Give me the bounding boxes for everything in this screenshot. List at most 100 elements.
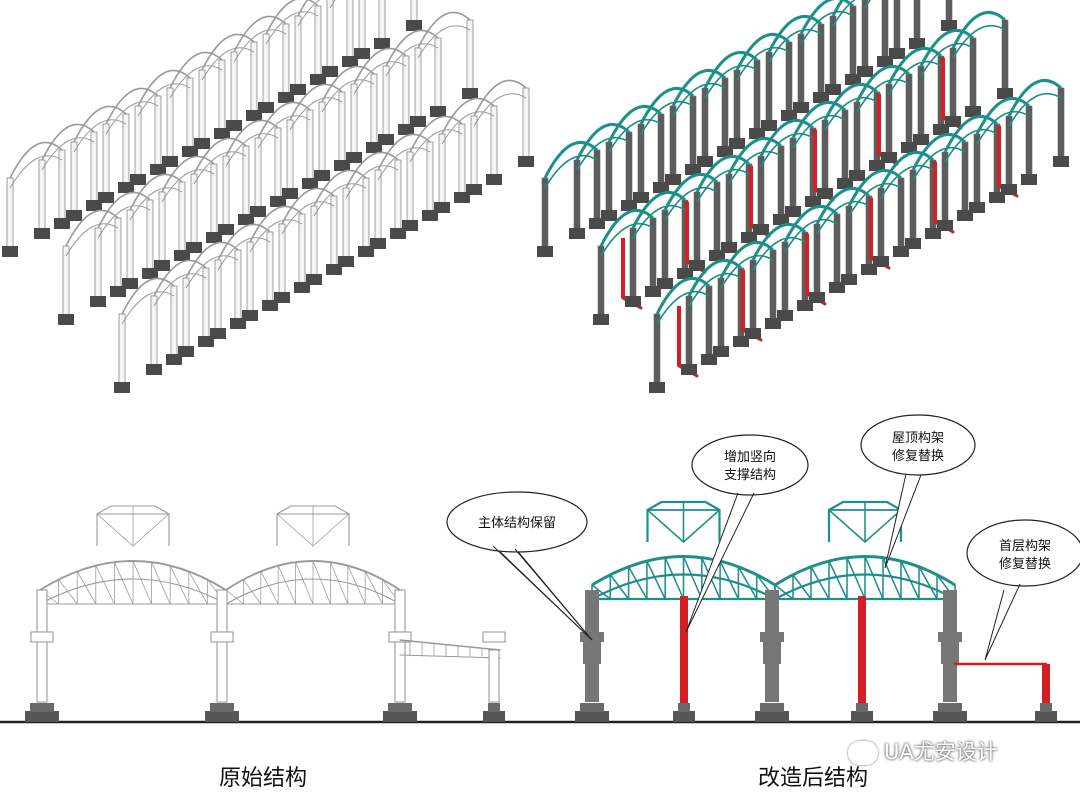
iso-mod-r2-f11-arch: [1007, 78, 1063, 117]
iso-mod-r1-f9-foot0: [881, 152, 897, 163]
iso-mod-r1-f0-arch: [599, 208, 655, 247]
iso-orig-r0-f3-arch-inner: [105, 101, 159, 135]
iso-mod-r2-f6-arch-inner: [848, 183, 902, 217]
mod-col-0-pedestal: [580, 703, 604, 712]
iso-mod-r0-f2-arch-inner: [608, 119, 662, 153]
iso-orig-r1-f0-foot1: [110, 286, 126, 297]
iso-mod-r2-f4-foot0: [777, 310, 793, 321]
iso-mod-r1-f0-foot0: [593, 314, 609, 325]
iso-orig-r1-f4-foot1: [238, 214, 254, 225]
mod-bay-a-truss-diag-7: [719, 560, 740, 600]
iso-mod-r1-f0-arch-inner: [600, 223, 654, 257]
iso-orig-r1-f6-col0: [254, 137, 262, 211]
chat-bubble-icon: [848, 741, 878, 765]
iso-orig-r1-f5-col1: [274, 127, 282, 201]
orig-bay-b-truss-diag-0: [225, 589, 244, 605]
iso-orig-r0-f8-col0: [262, 33, 270, 107]
iso-mod-r0-f4-arch: [671, 68, 727, 107]
iso-mod-r0-f5-foot1: [749, 128, 765, 139]
orig-column-0-corbel: [30, 631, 54, 643]
iso-orig-r0-f6-col1: [250, 41, 258, 115]
iso-orig-r1-f4-col1: [242, 145, 250, 219]
iso-mod-r1-f6-foot1: [837, 178, 853, 189]
iso-mod-r0-f1-arch-inner: [576, 137, 630, 171]
iso-mod-r0-f7-arch-inner: [768, 29, 822, 63]
iso-orig-r0-f6-col0: [198, 69, 206, 143]
iso-orig-r1-f1-arch-inner: [97, 205, 151, 239]
iso-orig-r0-f6-foot1: [246, 110, 262, 121]
iso-orig-r2-f7-foot1: [390, 228, 406, 239]
orig-column-3-corbel: [482, 631, 506, 643]
iso-mod-r0-f8-foot0: [793, 102, 809, 113]
orig-bay-b-truss-lantern-diag-b: [312, 513, 350, 547]
iso-orig-r0-f10-foot0: [322, 66, 338, 77]
mod-bay-b-truss-diag-2: [810, 565, 830, 600]
callout-add-vertical: 增加竖向 支撑结构: [685, 434, 809, 633]
iso-orig-r2-f10-col1: [490, 105, 498, 179]
orig-bay-b-truss-lantern-diag-a: [276, 513, 314, 547]
iso-mod-r1-f10-col1: [969, 37, 977, 111]
iso-orig-r1-f9-arch-inner: [353, 61, 407, 95]
callout-ground-frame-line1: 首层构架: [999, 539, 1051, 554]
iso-mod-r2-f8-new-support: [933, 162, 937, 222]
iso-orig-r2-f0-foot1: [166, 354, 182, 365]
iso-orig-r1-f2-foot1: [174, 250, 190, 261]
iso-orig-r1-f5-foot0: [218, 224, 234, 235]
iso-mod-r1-f6-arch: [791, 100, 847, 139]
iso-mod-r0-f10-col0: [861, 0, 869, 71]
iso-mod-r2-f11-col0: [1005, 115, 1013, 189]
iso-orig-r1-f8-foot0: [314, 170, 330, 181]
orig-bay-a-truss-diag-4: [114, 561, 134, 605]
iso-mod-r2-f10-col0: [973, 133, 981, 207]
iso-orig-r1-f3-arch-inner: [161, 169, 215, 203]
callout-add-vertical-line1: 增加竖向: [724, 449, 776, 465]
mod-bay-a-truss-diag-5: [682, 555, 703, 600]
iso-mod-r0-f10-col1: [913, 0, 921, 43]
iso-mod-r2-f8-col1: [961, 141, 969, 215]
mod-col-2-pedestal: [760, 703, 784, 712]
iso-mod-r2-f11-foot0: [1001, 184, 1017, 195]
iso-orig-r1-f10-col0: [382, 65, 390, 139]
iso-orig-r2-f1-foot1: [198, 336, 214, 347]
iso-mod-r1-f7-arch-inner: [824, 97, 878, 131]
iso-orig-r1-f11-arch-inner: [417, 25, 471, 59]
orig-bay-b-truss-diag-1: [243, 579, 262, 605]
iso-mod-r1-f1-foot0: [625, 296, 641, 307]
iso-orig-r0-f1-col1: [90, 131, 98, 205]
iso-orig-r2-f4-arch: [249, 205, 303, 243]
mod-col-1-pedestal: [678, 703, 690, 712]
iso-orig-r0-f4-foot0: [130, 174, 146, 185]
iso-mod-r2-f2-col1: [769, 249, 777, 323]
mod-bay-b-truss-diag-5: [864, 555, 884, 600]
mod-bay-a-truss-diag-2: [627, 565, 648, 600]
mod-bay-b-truss-diag-7: [900, 560, 920, 600]
iso-orig-r1-f10-foot0: [378, 134, 394, 145]
iso-orig-r2-f7-arch: [345, 151, 399, 189]
iso-mod-r2-f2-foot0: [713, 346, 729, 357]
iso-orig-r1-f2-col0: [126, 209, 134, 283]
iso-orig-r2-f11-col1: [522, 87, 530, 161]
iso-mod-r2-f1-arch-inner: [688, 273, 742, 307]
orig-col-0-footing: [25, 711, 59, 722]
iso-mod-r0-f9-arch: [831, 0, 845, 17]
iso-mod-r0-f3-foot1: [685, 164, 701, 175]
iso-mod-r1-f4-arch: [727, 136, 783, 175]
iso-orig-r2-f5-foot1: [326, 264, 342, 275]
iso-mod-r1-f0-col1: [649, 217, 657, 291]
iso-mod-r1-f10-new-support: [941, 58, 945, 118]
iso-orig-r2-f3-col1: [266, 231, 274, 305]
iso-mod-r2-f0-foot0: [649, 382, 665, 393]
iso-orig-r1-f10-arch: [385, 29, 439, 67]
iso-mod-r2-f8-arch-inner: [912, 147, 966, 181]
iso-orig-r1-f6-foot1: [302, 178, 318, 189]
mod-new-support-0: [680, 596, 688, 704]
iso-mod-r1-f1-arch-inner: [632, 205, 686, 239]
orig-bay-a-truss-lantern-diag-a: [96, 513, 134, 547]
iso-mod-r1-f3-col0: [693, 191, 701, 265]
mod-column-0-neck: [583, 642, 601, 664]
iso-mod-r1-f6-col1: [841, 109, 849, 183]
iso-orig-r0-f1-col0: [38, 159, 46, 233]
iso-orig-r2-f6-foot1: [358, 246, 374, 257]
iso-mod-r2-f5-foot0: [809, 292, 825, 303]
iso-mod-r1-f11-col1: [1001, 19, 1009, 93]
